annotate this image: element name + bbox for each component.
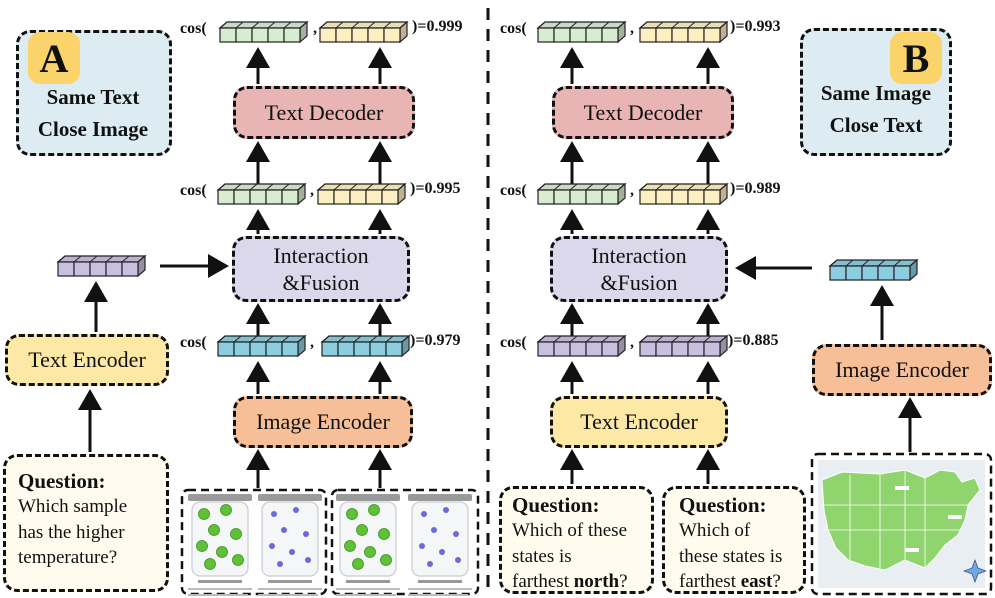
panel-b-vec-mid-1: [536, 182, 627, 206]
panel-b-fusion-line2: &Fusion: [600, 270, 678, 295]
panel-b-question1-box: Question: Which of these states is farth…: [499, 486, 654, 594]
panel-b-question1-line2: states is: [512, 545, 572, 567]
panel-b-question2-box: Question: Which of these states is farth…: [662, 486, 806, 594]
panel-b-vec-bottom-2: [638, 334, 729, 358]
panel-b-vec-top-1: [536, 20, 627, 44]
panel-b-text-encoder: Text Encoder: [550, 396, 728, 448]
panel-b-cos-top-value: )=0.993: [730, 18, 781, 35]
panel-a-cos-mid-comma: ,: [310, 182, 314, 199]
vectors: [56, 20, 919, 358]
panel-b-vec-mid-2: [638, 182, 729, 206]
panel-a-vec-mid-1: [216, 182, 307, 206]
us-map-image: [810, 452, 993, 596]
panel-b-image-encoder: Image Encoder: [812, 344, 992, 396]
panel-b-image-embedding: [828, 258, 919, 282]
panel-a-text-embedding: [56, 254, 147, 278]
panel-a-vec-top-1: [218, 20, 309, 44]
panel-a-cos-top-value: )=0.999: [412, 18, 463, 35]
panel-b-question1-line1: Which of these: [512, 520, 628, 541]
panel-a-cos-bottom-comma: ,: [310, 334, 314, 351]
panel-b-caption-text: Same Image Close Text: [800, 78, 952, 141]
panel-a-text-encoder: Text Encoder: [5, 334, 169, 386]
panel-a-cos-mid-value: )=0.995: [410, 180, 461, 197]
panel-b-caption-line2: Close Text: [829, 112, 923, 137]
panel-b-fusion: Interaction&Fusion: [550, 236, 728, 302]
panel-b-cos-mid-value: )=0.989: [730, 180, 781, 197]
panel-b-text-decoder: Text Decoder: [552, 86, 734, 139]
panel-a-cos-bottom: cos(: [180, 334, 207, 351]
panel-a-cos-mid: cos(: [180, 182, 207, 199]
panel-a-vec-bottom-1: [216, 334, 307, 358]
panel-a-question-line3: temperature?: [18, 547, 118, 569]
panel-a-fusion-line1: Interaction: [273, 242, 369, 268]
panel-a-cos-top: cos(: [180, 20, 207, 37]
panel-a-image-encoder: Image Encoder: [233, 396, 413, 448]
panel-b-cos-bottom: cos(: [500, 334, 527, 351]
panel-b-question2-line1: Which of: [679, 520, 751, 541]
panel-a-caption-line2: Close Image: [37, 116, 149, 141]
panel-b-question2-line2: these states is: [679, 545, 783, 567]
panel-a-question-box: Question: Which sample has the higher te…: [3, 454, 169, 592]
panel-a-fusion: Interaction&Fusion: [232, 236, 410, 302]
panel-b-caption: [800, 28, 952, 156]
panel-a-vec-top-2: [318, 20, 409, 44]
panel-b-question1-line3: farthest north?: [512, 571, 628, 593]
panel-b-caption-line1: Same Image: [820, 81, 932, 105]
panel-a-vec-mid-2: [316, 182, 407, 206]
panel-a-badge: A: [28, 32, 80, 84]
panel-b-cos-bottom-comma: ,: [630, 334, 634, 351]
panel-a-text-decoder: Text Decoder: [233, 86, 415, 139]
panel-a-cos-bottom-value: )=0.979: [410, 332, 461, 349]
panel-a-cos-top-comma: ,: [313, 20, 317, 37]
panel-a-question-line1: Which sample: [18, 496, 128, 517]
panel-b-question2-line3: farthest east?: [679, 571, 781, 593]
panel-b-vec-bottom-1: [536, 334, 627, 358]
panel-b-cos-top: cos(: [500, 20, 527, 37]
panel-b-cos-top-comma: ,: [630, 20, 634, 37]
panel-a-fusion-line2: &Fusion: [282, 270, 360, 295]
panel-b-vec-top-2: [638, 20, 729, 44]
panel-a-vec-bottom-2: [320, 334, 411, 358]
panel-a-question-title: Question:: [18, 469, 106, 493]
panel-b-cos-mid-comma: ,: [630, 182, 634, 199]
panel-b-cos-mid: cos(: [500, 182, 527, 199]
panel-b-question2-title: Question:: [679, 493, 767, 517]
panel-b-question1-title: Question:: [512, 493, 600, 517]
panel-a-question-line2: has the higher: [18, 521, 125, 543]
sample-jars-image: [180, 488, 480, 596]
panel-a-caption-text: Same Text Close Image: [18, 82, 168, 145]
panel-b-badge: B: [890, 32, 942, 84]
arrows: [78, 47, 922, 488]
panel-b-fusion-line1: Interaction: [591, 242, 687, 268]
panel-b-cos-bottom-value: )=0.885: [728, 332, 779, 349]
panel-a-caption-line1: Same Text: [46, 85, 140, 109]
